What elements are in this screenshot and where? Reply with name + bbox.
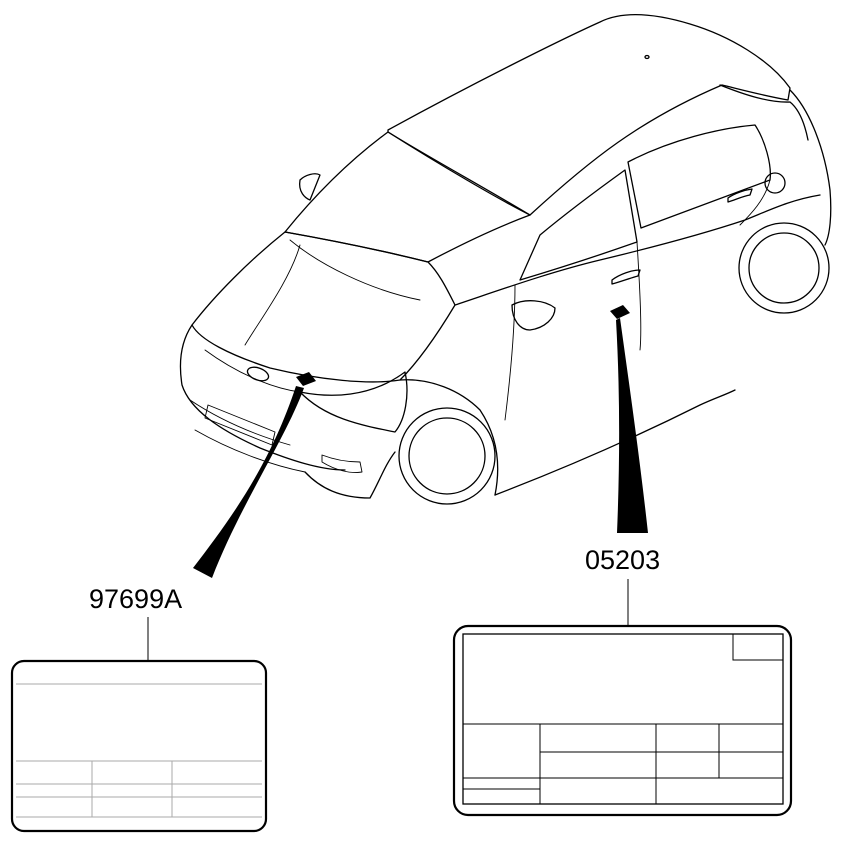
part-number-05203: 05203 — [585, 545, 660, 575]
car-illustration — [179, 14, 832, 505]
label-97699A-drawing — [10, 659, 268, 833]
hood-label-marker — [296, 372, 316, 386]
part-number-97699A: 97699A — [89, 584, 182, 614]
b-pillar-label-marker — [610, 305, 630, 319]
leader-wedge-05203 — [616, 318, 648, 533]
label-05203-drawing — [452, 624, 793, 817]
leader-wedge-97699A — [193, 386, 304, 578]
